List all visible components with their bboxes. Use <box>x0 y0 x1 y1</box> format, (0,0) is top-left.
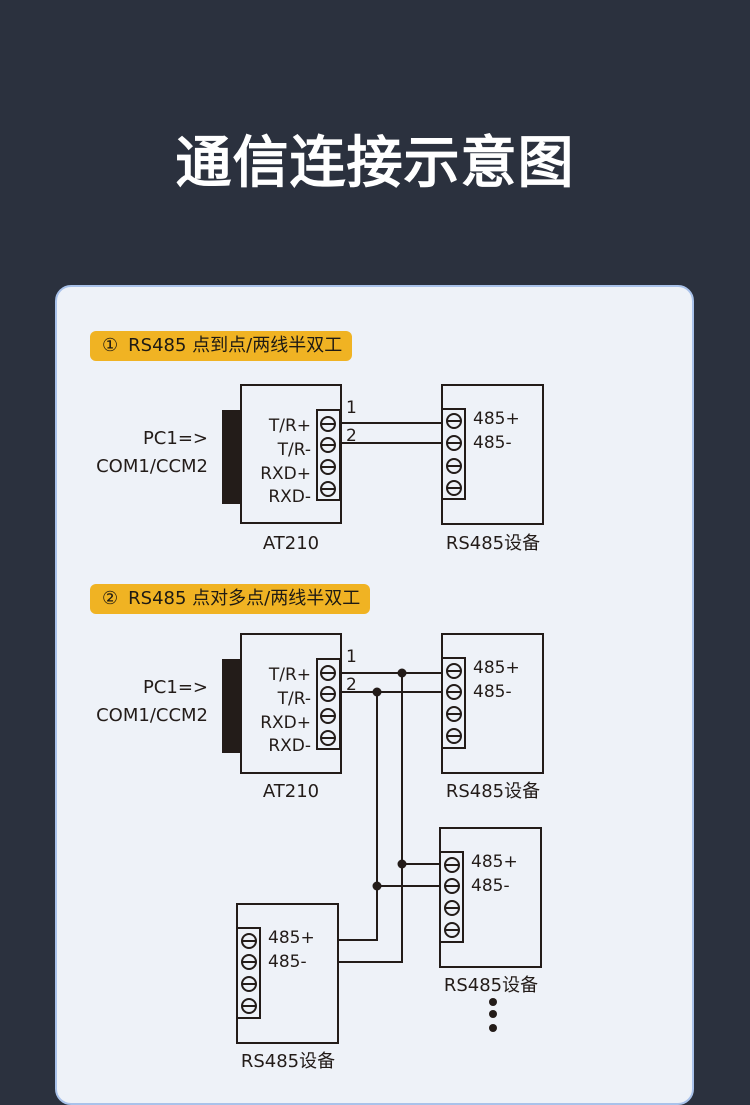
device-name: RS485设备 <box>446 533 540 554</box>
screw-terminal-icon <box>444 878 460 894</box>
more-devices-indicator <box>489 998 497 1032</box>
screw-terminal-icon <box>446 435 462 451</box>
device-terminal-label: 485- <box>473 433 512 453</box>
converter-name: AT210 <box>263 533 319 554</box>
device-terminal-label: 485+ <box>473 658 520 678</box>
screw-terminal-icon <box>241 976 257 992</box>
junction-dot <box>397 668 407 678</box>
screw-terminal-icon <box>444 900 460 916</box>
rs485-device-box <box>441 633 544 774</box>
screw-terminal-icon <box>320 686 336 702</box>
db9-connector-icon <box>222 659 241 753</box>
wire-label-1: 1 <box>346 647 357 667</box>
wire-label-1: 1 <box>346 398 357 418</box>
screw-terminal-icon <box>446 458 462 474</box>
device-terminal-label: 485- <box>473 682 512 702</box>
section-1-diagram: PC1=> COM1/CCM2 T/R+ T/R- RXD+ RXD- AT21… <box>96 384 544 554</box>
screw-terminal-icon <box>446 480 462 496</box>
screw-terminal-icon <box>446 728 462 744</box>
pc-label-line2: COM1/CCM2 <box>96 456 208 477</box>
screw-terminal-icon <box>241 933 257 949</box>
rs485-device-box <box>439 827 542 968</box>
rs485-device-box <box>236 903 339 1044</box>
screw-terminal-icon <box>241 998 257 1014</box>
screw-terminal-icon <box>446 663 462 679</box>
rs485-device-box <box>441 384 544 525</box>
junction-dot <box>372 881 382 891</box>
device-name: RS485设备 <box>446 781 540 802</box>
section-1-number: ① <box>102 335 119 356</box>
screw-terminal-icon <box>444 922 460 938</box>
terminal-label: T/R+ <box>268 416 311 436</box>
db9-connector-icon <box>222 410 241 504</box>
terminal-block <box>236 927 261 1019</box>
device-terminal-label: 485+ <box>268 928 315 948</box>
terminal-label: T/R- <box>277 440 311 460</box>
bus-wires <box>339 672 442 963</box>
screw-terminal-icon <box>444 857 460 873</box>
device-terminal-label: 485- <box>268 952 307 972</box>
page-title: 通信连接示意图 <box>175 131 575 196</box>
screw-terminal-icon <box>446 413 462 429</box>
terminal-label: T/R+ <box>268 665 311 685</box>
pc-label-line1: PC1=> <box>143 428 208 449</box>
junction-dot <box>372 687 382 697</box>
ellipsis-dot <box>489 1024 497 1032</box>
ellipsis-dot <box>489 998 497 1006</box>
section-2-title: RS485 点对多点/两线半双工 <box>128 588 361 609</box>
terminal-block <box>316 409 341 501</box>
terminal-label: T/R- <box>277 689 311 709</box>
pc-label-line2: COM1/CCM2 <box>96 705 208 726</box>
section-2-diagram: PC1=> COM1/CCM2 T/R+ T/R- RXD+ RXD- AT21… <box>96 633 544 1072</box>
terminal-label: RXD- <box>268 487 311 507</box>
terminal-label: RXD+ <box>260 713 311 733</box>
section-1-badge: ① RS485 点到点/两线半双工 <box>90 331 353 361</box>
screw-terminal-icon <box>320 730 336 746</box>
screw-terminal-icon <box>320 459 336 475</box>
terminal-block <box>441 408 466 500</box>
screw-terminal-icon <box>241 954 257 970</box>
terminal-block <box>439 851 464 943</box>
screw-terminal-icon <box>320 437 336 453</box>
screw-terminal-icon <box>320 665 336 681</box>
ellipsis-dot <box>489 1010 497 1018</box>
terminal-block <box>316 658 341 750</box>
section-2-badge: ② RS485 点对多点/两线半双工 <box>90 584 371 614</box>
wire-label-2: 2 <box>346 426 357 446</box>
pc-label-line1: PC1=> <box>143 677 208 698</box>
terminal-label: RXD- <box>268 736 311 756</box>
trunk-wire-2 <box>339 692 378 941</box>
device-terminal-label: 485+ <box>471 852 518 872</box>
section-1-title: RS485 点到点/两线半双工 <box>128 335 343 356</box>
wiring-diagram: PC1=> COM1/CCM2 T/R+ T/R- RXD+ RXD- AT21… <box>96 384 544 1072</box>
device-terminal-label: 485+ <box>473 409 520 429</box>
device-terminal-label: 485- <box>471 876 510 896</box>
converter-name: AT210 <box>263 781 319 802</box>
screw-terminal-icon <box>446 706 462 722</box>
screw-terminal-icon <box>446 684 462 700</box>
section-2-number: ② <box>102 588 119 609</box>
terminal-label: RXD+ <box>260 464 311 484</box>
screw-terminal-icon <box>320 481 336 497</box>
wire-label-2: 2 <box>346 675 357 695</box>
device-name: RS485设备 <box>444 975 538 996</box>
trunk-wire-1 <box>339 673 403 963</box>
screw-terminal-icon <box>320 416 336 432</box>
terminal-block <box>441 657 466 749</box>
screw-terminal-icon <box>320 708 336 724</box>
junction-dot <box>397 859 407 869</box>
device-name: RS485设备 <box>241 1051 335 1072</box>
